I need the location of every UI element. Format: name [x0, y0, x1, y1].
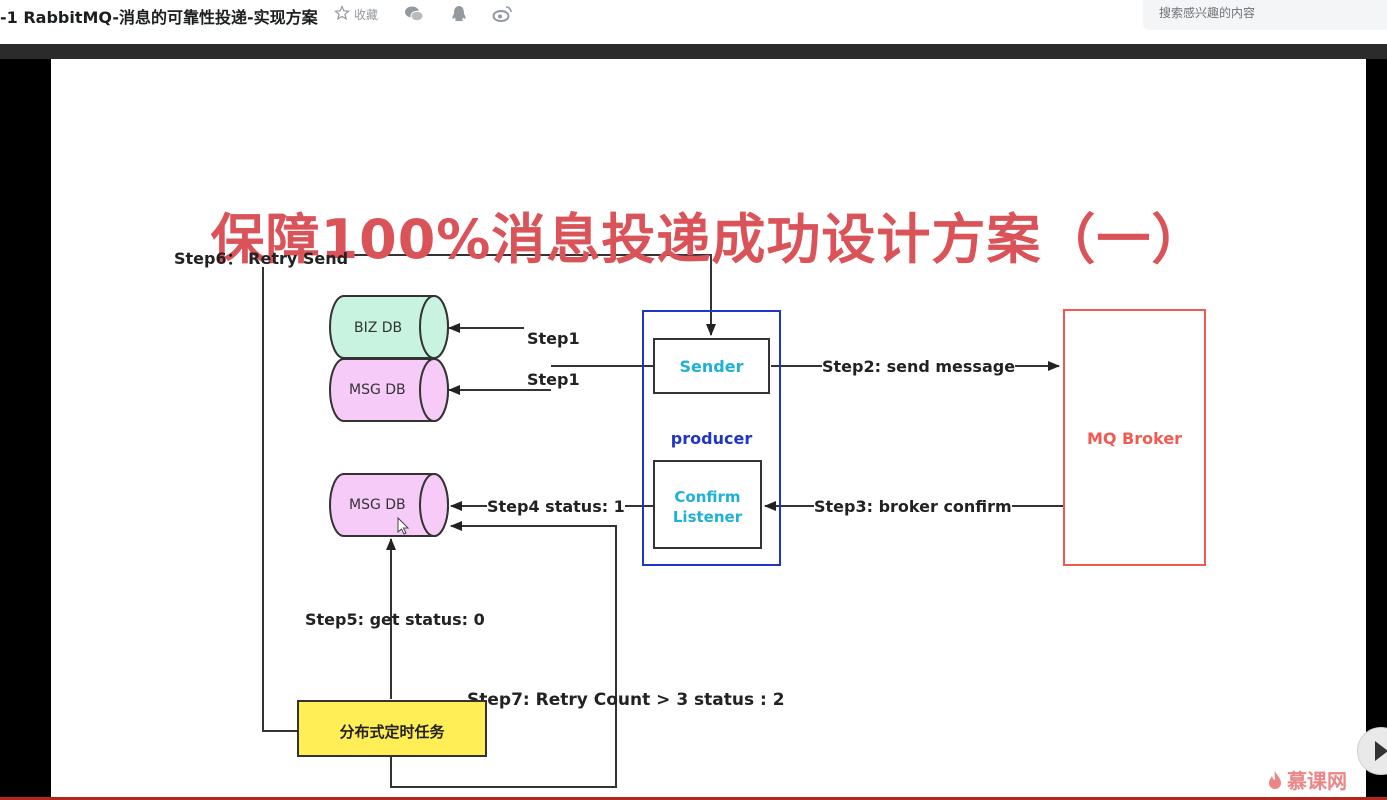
watermark-text: 慕课网 [1287, 769, 1347, 793]
mq-broker-box: MQ Broker [1063, 309, 1206, 566]
retry-send-arrow [351, 254, 716, 336]
step4-label: Step4 status: 1 [487, 497, 625, 516]
step2-label: Step2: send message [822, 357, 1016, 376]
player-top-bar [0, 44, 1387, 59]
producer-box [642, 310, 781, 566]
progress-bar[interactable] [0, 797, 1387, 800]
confirm-label: Confirm [674, 488, 741, 506]
star-icon [334, 4, 350, 24]
play-icon [1375, 741, 1387, 761]
scheduler-box: 分布式定时任务 [297, 700, 487, 757]
msg-db-bottom-cylinder [329, 473, 449, 537]
step3-label: Step3: broker confirm [814, 497, 1012, 516]
mq-broker-label: MQ Broker [1086, 429, 1183, 448]
scheduler-label: 分布式定时任务 [339, 723, 445, 741]
biz-db-label: BIZ DB [354, 320, 403, 336]
step5-label: Step5: get status: 0 [305, 610, 485, 629]
step1-biz-label: Step1 [527, 329, 580, 348]
listener-label: Listener [672, 508, 743, 526]
sender-box: Sender [653, 338, 770, 394]
msg-db-top-cylinder [329, 358, 449, 422]
msg-db-bottom-label: MSG DB [349, 497, 406, 513]
step1-msg-label: Step1 [527, 370, 580, 389]
retry-line-left [262, 267, 298, 732]
favorite-label: 收藏 [354, 7, 379, 22]
course-title: -1 RabbitMQ-消息的可靠性投递-实现方案 [0, 8, 318, 27]
msg-db-top-label: MSG DB [349, 382, 406, 398]
search-input[interactable]: 搜索感兴趣的内容 [1143, 0, 1387, 30]
step7-arrow [390, 521, 617, 788]
favorite-button[interactable]: 收藏 [334, 4, 379, 24]
wechat-icon[interactable] [404, 5, 424, 23]
watermark: 慕课网 [1267, 765, 1347, 794]
play-button[interactable] [1357, 727, 1387, 775]
mouse-cursor-icon [397, 516, 410, 535]
confirm-listener-box: Confirm Listener [653, 460, 762, 549]
step6-label: Step6： Retry Send [174, 249, 349, 268]
weibo-icon[interactable] [492, 5, 512, 23]
slide: 保障100%消息投递成功设计方案（一） Step6： Retry Send St… [51, 59, 1366, 800]
qq-icon[interactable] [449, 5, 469, 23]
producer-label: producer [670, 429, 753, 448]
flame-icon [1269, 770, 1281, 789]
top-bar: -1 RabbitMQ-消息的可靠性投递-实现方案 收藏 搜索感兴趣的内容 [0, 0, 1387, 44]
sender-label: Sender [679, 357, 744, 376]
slide-title: 保障100%消息投递成功设计方案（一） [210, 208, 1207, 271]
step7-label: Step7: Retry Count > 3 status : 2 [467, 690, 785, 710]
